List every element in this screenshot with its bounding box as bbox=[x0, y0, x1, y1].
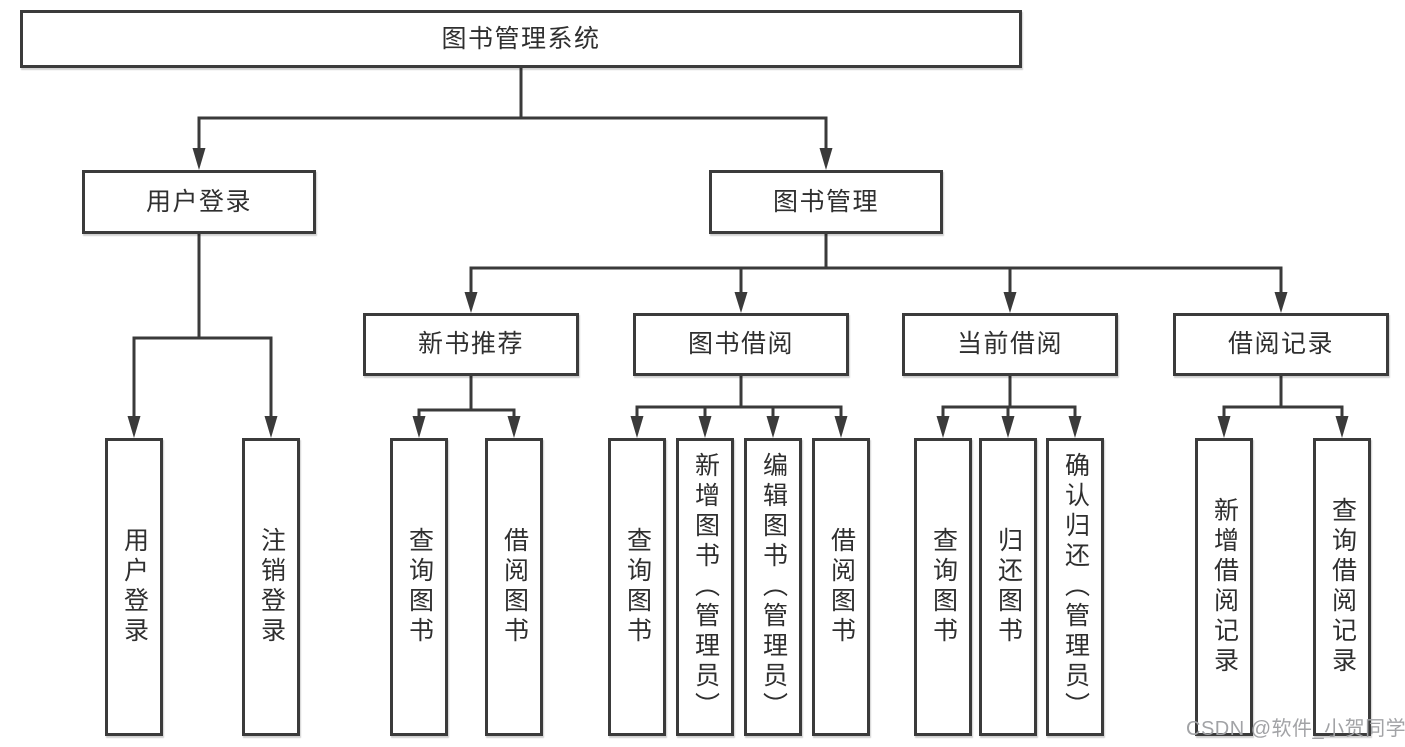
leaf-user-login: 用户登录 bbox=[105, 438, 163, 736]
node-new-book-recommend-label: 新书推荐 bbox=[417, 330, 524, 358]
csdn-watermark: CSDN @软件_小贺同学 bbox=[1186, 718, 1405, 740]
node-book-borrowing-label: 图书借阅 bbox=[687, 330, 794, 358]
leaf-records-add-record: 新增借阅记录 bbox=[1195, 438, 1253, 736]
connector-root-to-level2 bbox=[192, 64, 833, 170]
leaf-records-query-record-label: 查询借阅记录 bbox=[1328, 497, 1357, 677]
node-current-borrowing-label: 当前借阅 bbox=[956, 330, 1063, 358]
node-book-borrowing: 图书借阅 bbox=[633, 313, 849, 376]
leaf-current-confirm-return-admin-label: 确认归还（管理员） bbox=[1061, 452, 1090, 722]
leaf-recommend-query-books-label: 查询图书 bbox=[405, 527, 434, 647]
node-borrowing-records-label: 借阅记录 bbox=[1227, 330, 1334, 358]
leaf-borrowing-query-books-label: 查询图书 bbox=[623, 527, 652, 647]
leaf-borrowing-edit-books-admin-label: 编辑图书（管理员） bbox=[759, 452, 788, 722]
connector-current-borrowing-to-leaves bbox=[936, 372, 1082, 438]
leaf-user-login-label: 用户登录 bbox=[120, 527, 149, 647]
node-new-book-recommend: 新书推荐 bbox=[363, 313, 579, 376]
node-user-login: 用户登录 bbox=[82, 170, 316, 234]
leaf-recommend-borrow-books-label: 借阅图书 bbox=[500, 527, 529, 647]
leaf-records-add-record-label: 新增借阅记录 bbox=[1210, 497, 1239, 677]
node-root: 图书管理系统 bbox=[20, 10, 1022, 68]
leaf-borrowing-query-books: 查询图书 bbox=[608, 438, 666, 736]
connector-user-login-to-leaves bbox=[127, 230, 278, 438]
leaf-recommend-borrow-books: 借阅图书 bbox=[485, 438, 543, 736]
node-book-management-label: 图书管理 bbox=[772, 187, 879, 216]
leaf-borrowing-edit-books-admin: 编辑图书（管理员） bbox=[744, 438, 802, 736]
node-borrowing-records: 借阅记录 bbox=[1173, 313, 1389, 376]
leaf-borrowing-borrow-books-label: 借阅图书 bbox=[827, 527, 856, 647]
leaf-current-confirm-return-admin: 确认归还（管理员） bbox=[1046, 438, 1104, 736]
leaf-recommend-query-books: 查询图书 bbox=[390, 438, 448, 736]
connector-book-management-to-level3 bbox=[464, 230, 1288, 313]
connector-new-book-recommend-to-leaves bbox=[412, 372, 521, 438]
leaf-current-query-books-label: 查询图书 bbox=[929, 527, 958, 647]
leaf-current-return-books-label: 归还图书 bbox=[994, 527, 1023, 647]
connector-book-borrowing-to-leaves bbox=[630, 372, 848, 438]
leaf-logout: 注销登录 bbox=[242, 438, 300, 736]
leaf-borrowing-add-books-admin: 新增图书（管理员） bbox=[676, 438, 734, 736]
leaf-records-query-record: 查询借阅记录 bbox=[1313, 438, 1371, 736]
leaf-borrowing-add-books-admin-label: 新增图书（管理员） bbox=[691, 452, 720, 722]
node-root-label: 图书管理系统 bbox=[441, 24, 601, 53]
node-current-borrowing: 当前借阅 bbox=[902, 313, 1118, 376]
leaf-current-return-books: 归还图书 bbox=[979, 438, 1037, 736]
leaf-logout-label: 注销登录 bbox=[257, 527, 286, 647]
leaf-current-query-books: 查询图书 bbox=[914, 438, 972, 736]
leaf-borrowing-borrow-books: 借阅图书 bbox=[812, 438, 870, 736]
connector-borrowing-records-to-leaves bbox=[1217, 372, 1349, 438]
node-user-login-label: 用户登录 bbox=[145, 187, 252, 216]
node-book-management: 图书管理 bbox=[709, 170, 943, 234]
